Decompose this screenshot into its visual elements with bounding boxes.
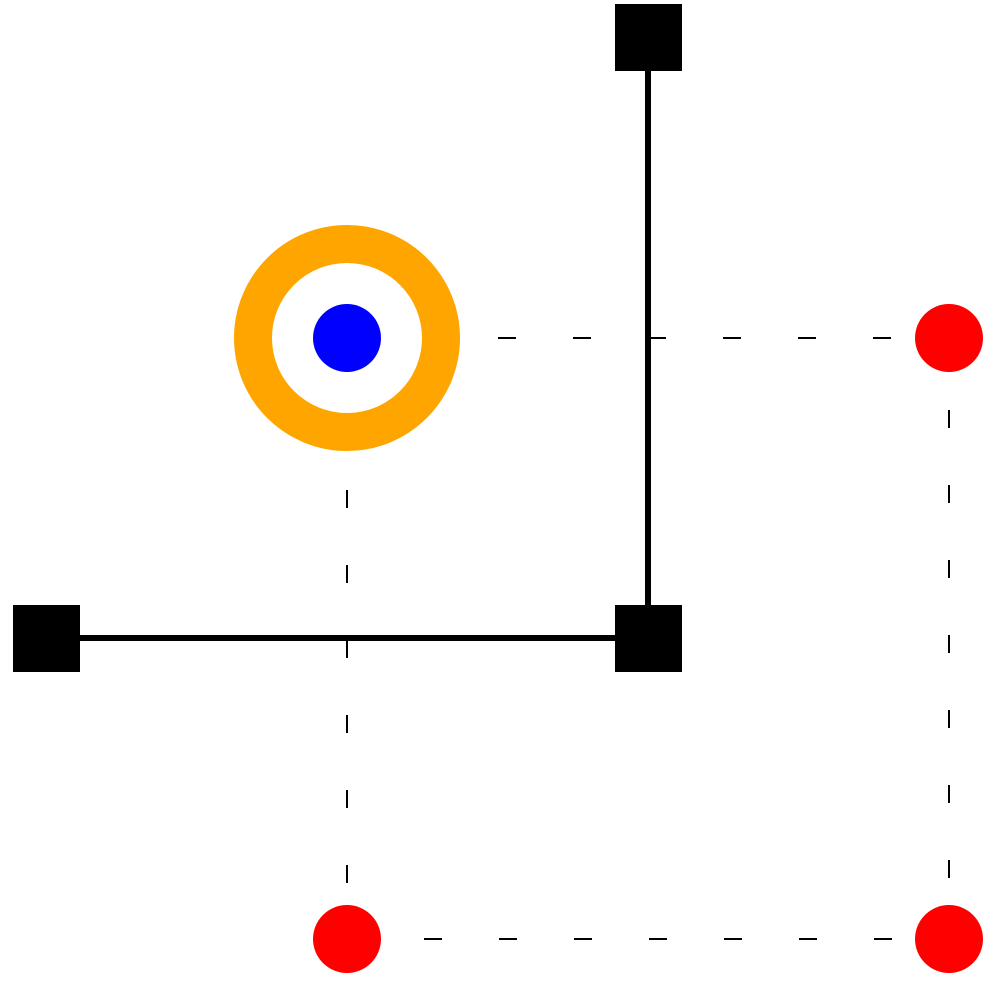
wall-endpoints (13, 4, 682, 672)
waypoint-bottom-left (313, 905, 381, 973)
dashed-path (346, 337, 950, 940)
agent-core (313, 304, 381, 372)
waypoint-bottom-right (915, 905, 983, 973)
walls (47, 38, 651, 641)
agent-ring (234, 225, 460, 451)
wall-endpoint-top (615, 4, 682, 71)
agent-marker (234, 225, 460, 451)
waypoints (313, 304, 983, 973)
wall-endpoint-corner (615, 605, 682, 672)
waypoint-top-right (915, 304, 983, 372)
wall-endpoint-left (13, 605, 80, 672)
